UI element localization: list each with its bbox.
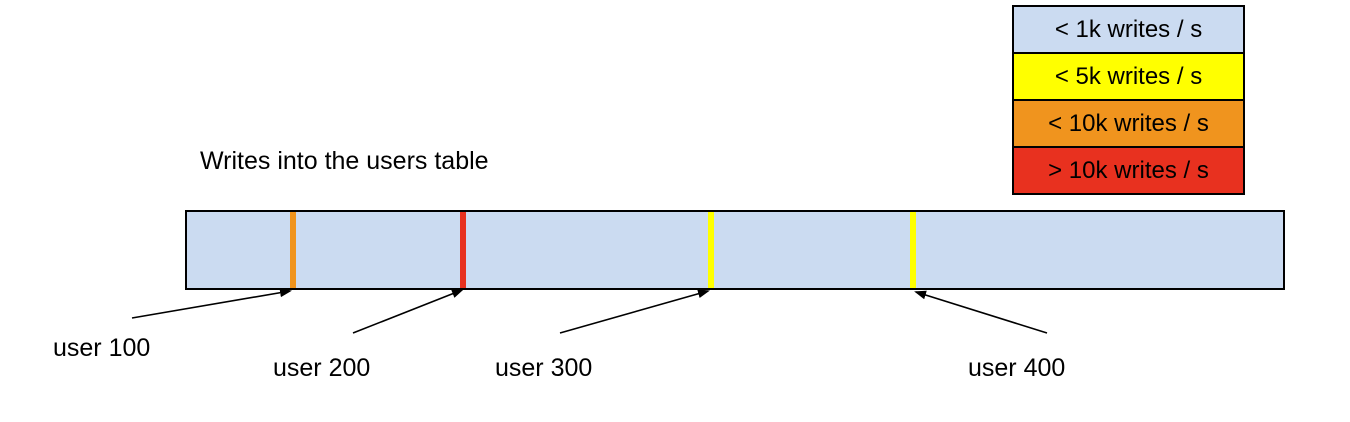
legend-item-under-5k: < 5k writes / s (1014, 52, 1243, 99)
user-400-label: user 400 (968, 354, 1066, 382)
hotspot-marker-user-300 (708, 212, 714, 288)
user-100-label: user 100 (53, 334, 151, 362)
arrow-user-100 (131, 288, 292, 319)
hotspot-marker-user-100 (290, 212, 296, 288)
write-rate-legend: < 1k writes / s < 5k writes / s < 10k wr… (1012, 5, 1245, 195)
hotspot-marker-user-200 (460, 212, 466, 288)
legend-item-label: < 5k writes / s (1054, 62, 1203, 90)
legend-item-label: < 10k writes / s (1048, 109, 1209, 137)
hotspot-marker-user-400 (910, 212, 916, 288)
legend-item-under-1k: < 1k writes / s (1014, 7, 1243, 52)
arrow-user-300 (559, 289, 710, 334)
legend-item-over-10k: > 10k writes / s (1014, 146, 1243, 193)
user-200-label: user 200 (273, 354, 371, 382)
legend-item-label: > 10k writes / s (1048, 156, 1209, 184)
diagram-title: Writes into the users table (200, 147, 489, 175)
users-table-keyspace-bar (185, 210, 1285, 290)
user-300-label: user 300 (495, 354, 593, 382)
arrow-user-400 (914, 290, 1048, 334)
legend-item-under-10k: < 10k writes / s (1014, 99, 1243, 146)
arrow-user-200 (352, 289, 464, 334)
legend-item-label: < 1k writes / s (1054, 15, 1203, 43)
